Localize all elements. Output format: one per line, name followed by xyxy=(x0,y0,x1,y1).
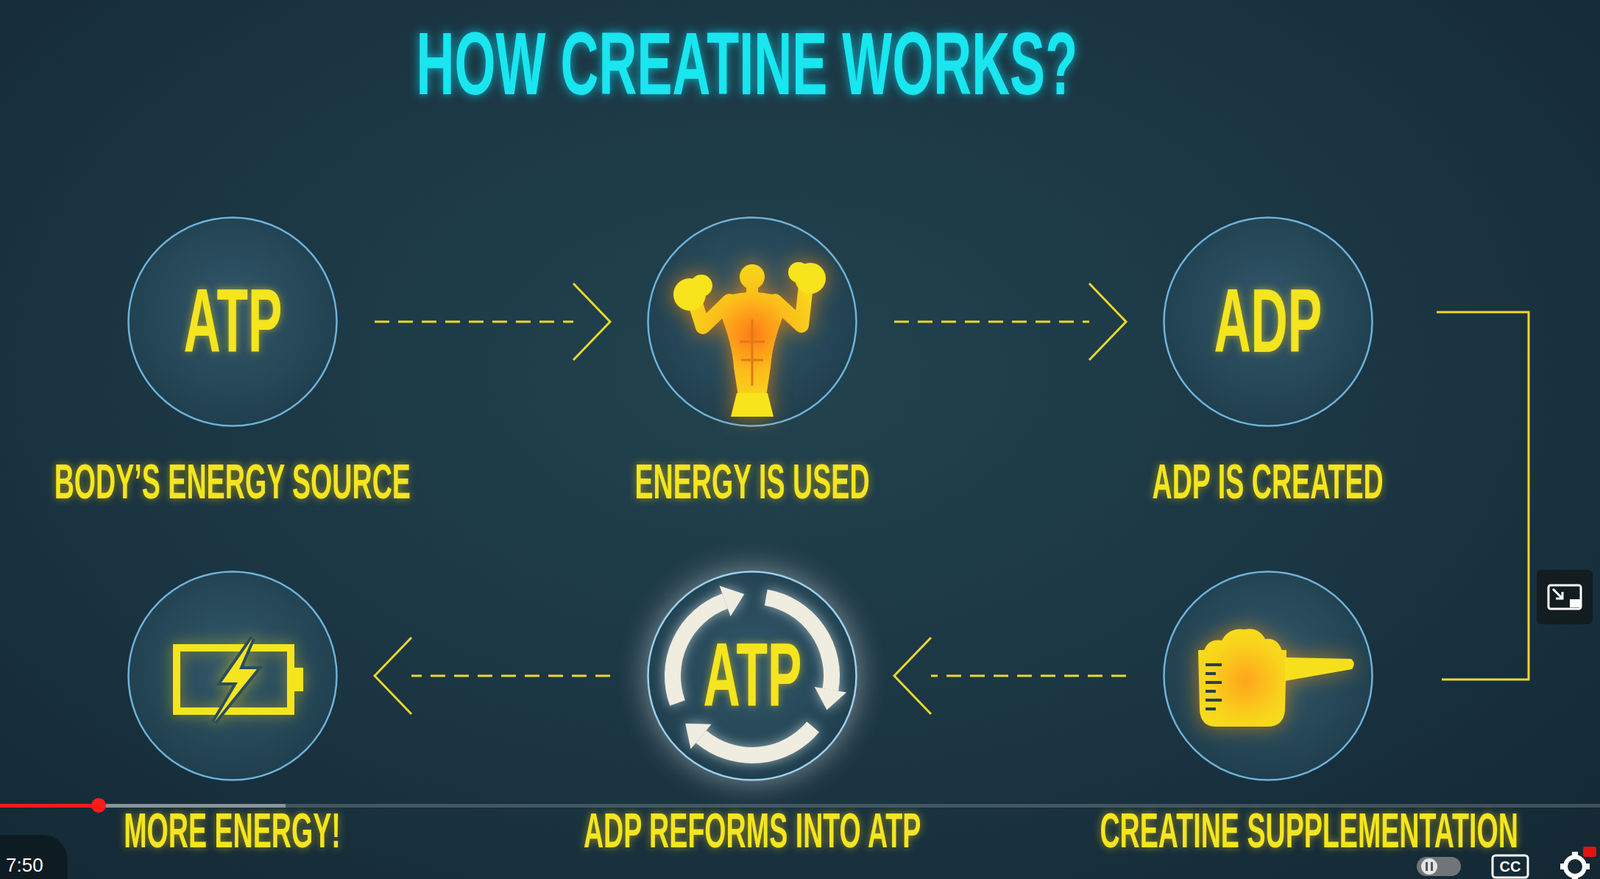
connector-line xyxy=(1436,312,1529,680)
step-label: CREATINE SUPPLEMENTATION xyxy=(1099,811,1518,851)
progress-track xyxy=(0,803,1600,808)
step-label: ADP REFORMS INTO ATP xyxy=(583,811,921,851)
arrow-head xyxy=(573,283,611,360)
circle-text-row: ATP xyxy=(127,216,338,427)
flow-step-circle: ATPADP REFORMS INTO ATP xyxy=(646,570,858,781)
circle-text: ATP xyxy=(183,285,282,358)
muscle-man-icon xyxy=(646,216,858,427)
time-backdrop xyxy=(0,834,68,879)
flow-connector xyxy=(1436,312,1529,680)
step-label: MORE ENERGY! xyxy=(124,811,342,851)
progress-buffer xyxy=(0,803,286,808)
caption-button-text: CC xyxy=(1499,858,1522,874)
circle-text-row: ATP xyxy=(646,570,858,781)
step-label: BODY’S ENERGY SOURCE xyxy=(54,462,411,502)
flow-connector xyxy=(374,637,611,714)
flow-step-circle: ATPBODY’S ENERGY SOURCE xyxy=(127,216,338,427)
pip-button xyxy=(1536,569,1593,625)
step-label-row: ADP IS CREATED xyxy=(942,462,1595,502)
circle-fill xyxy=(1164,217,1373,427)
circle-fill xyxy=(1164,571,1373,781)
circle-fill xyxy=(128,571,338,781)
circle-text: ADP xyxy=(1214,285,1323,358)
flow-connector xyxy=(894,283,1127,360)
title-row: HOW CREATINE WORKS? xyxy=(11,27,1483,99)
connector-line xyxy=(411,674,611,678)
circle-fill xyxy=(648,217,857,427)
step-label-row: ADP REFORMS INTO ATP xyxy=(426,811,1079,851)
connector-line xyxy=(374,320,574,324)
ui-label-row: CC xyxy=(1499,858,1522,875)
flow-step-circle: ENERGY IS USED xyxy=(646,216,858,427)
progress-played xyxy=(0,803,99,808)
flow-connector xyxy=(894,637,1127,714)
flow-step-circle: ADPADP IS CREATED xyxy=(1162,216,1374,427)
progress-handle xyxy=(91,797,106,813)
step-label-row: CREATINE SUPPLEMENTATION xyxy=(942,811,1595,851)
diagram-title: HOW CREATINE WORKS? xyxy=(416,27,1079,99)
video-time: 7:50 xyxy=(5,855,44,875)
step-label: ADP IS CREATED xyxy=(1152,462,1384,502)
settings-gear xyxy=(1560,846,1597,879)
step-label-row: BODY’S ENERGY SOURCE xyxy=(0,462,559,502)
circle-text: ATP xyxy=(702,639,802,712)
creatine-scoop-icon xyxy=(1162,570,1374,781)
flow-step-circle: MORE ENERGY! xyxy=(127,570,338,781)
autoplay-toggle xyxy=(1416,856,1461,876)
cc-button-frame xyxy=(1492,855,1528,878)
battery-icon xyxy=(127,570,338,781)
arrow-head xyxy=(1089,283,1127,360)
circle-fill xyxy=(648,571,857,781)
connector-line xyxy=(931,674,1127,678)
flow-connector xyxy=(374,283,611,360)
connector-line xyxy=(894,320,1090,324)
step-label-row: ENERGY IS USED xyxy=(426,462,1079,502)
arrow-head xyxy=(374,637,412,714)
step-label-row: MORE ENERGY! xyxy=(0,811,559,851)
flow-step-circle: CREATINE SUPPLEMENTATION xyxy=(1162,570,1374,781)
circle-text-row: ADP xyxy=(1162,216,1374,427)
ui-label-row: 7:50 xyxy=(5,855,44,875)
arrow-head xyxy=(894,637,932,714)
circle-fill xyxy=(128,217,338,427)
step-label: ENERGY IS USED xyxy=(634,462,870,502)
